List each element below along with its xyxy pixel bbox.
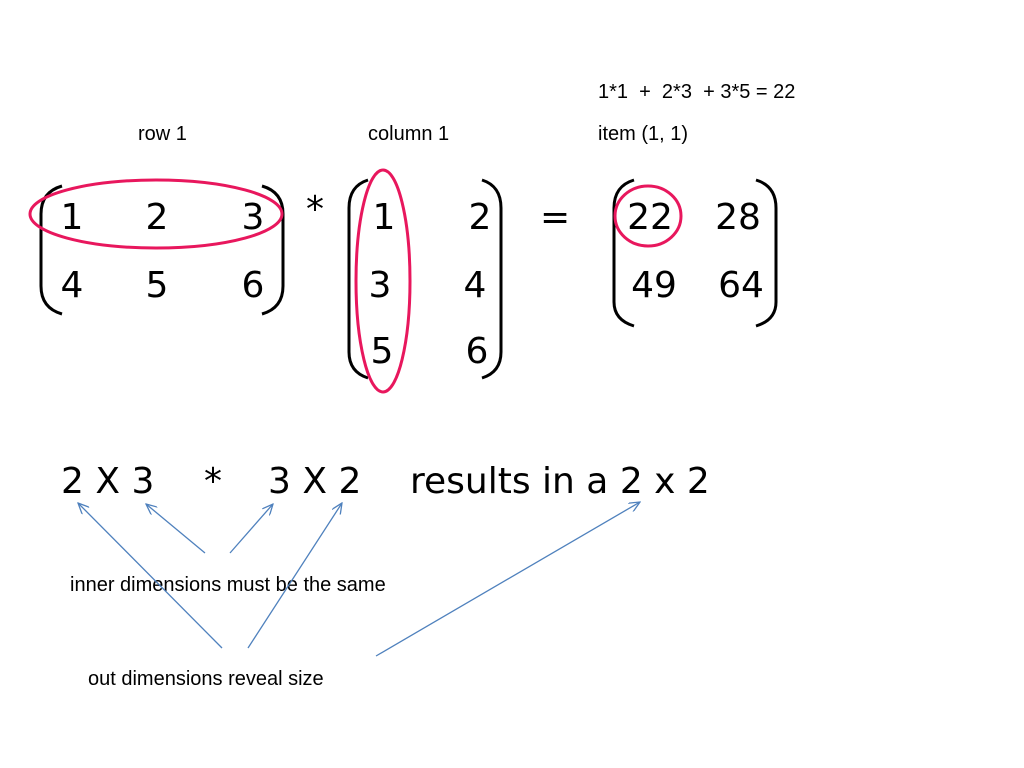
item-label: item (1, 1) [598, 123, 689, 145]
matrix-c-cell: 49 [631, 265, 677, 306]
item-1-1-highlight-circle [613, 184, 683, 248]
matrix-b-right-bracket [481, 178, 503, 380]
right-dimensions: 3 X 2 [268, 461, 362, 502]
matrix-b-cell: 6 [465, 331, 489, 372]
left-dimensions: 2 X 3 [61, 461, 155, 502]
matrix-a-cell: 2 [145, 197, 169, 238]
outer-arrow-to-left-2 [78, 503, 223, 649]
matrix-a-cell: 6 [241, 265, 265, 306]
matrix-a-cell: 4 [60, 265, 84, 306]
matrix-a-cell: 1 [60, 197, 84, 238]
matrix-c-cell: 28 [715, 197, 761, 238]
outer-dimensions-note: out dimensions reveal size [88, 668, 324, 690]
matrix-b-cell: 2 [468, 197, 492, 238]
matrix-b-cell: 3 [368, 265, 392, 306]
calculation-equation: 1*1 + 2*3 + 3*5 = 22 [598, 81, 796, 103]
matrix-c-cell: 64 [718, 265, 764, 306]
multiply-operator: * [306, 189, 324, 230]
matrix-a-right-bracket [261, 184, 285, 316]
inner-dimensions-note: inner dimensions must be the same [70, 574, 386, 596]
row-label: row 1 [138, 123, 187, 145]
result-statement: results in a 2 x 2 [410, 461, 710, 502]
matrix-b-cell: 4 [463, 265, 487, 306]
matrix-b-cell: 1 [372, 197, 396, 238]
matrix-b-left-bracket [347, 178, 369, 380]
inner-arrow-to-3 [146, 504, 206, 554]
row-1-highlight-ellipse [28, 178, 284, 250]
matrix-c-right-bracket [755, 178, 778, 328]
matrix-a-cell: 3 [241, 197, 265, 238]
outer-arrow-to-result [375, 502, 640, 657]
dimension-multiply: * [204, 461, 222, 502]
column-1-highlight-ellipse [354, 168, 412, 394]
outer-arrow-to-right-2 [247, 503, 342, 649]
inner-arrow-to-3b [229, 504, 273, 554]
matrix-a-left-bracket [39, 184, 63, 316]
matrix-c-left-bracket [612, 178, 635, 328]
matrix-c-cell: 22 [627, 197, 673, 238]
matrix-b-cell: 5 [370, 331, 394, 372]
column-label: column 1 [368, 123, 450, 145]
matrix-a-cell: 5 [145, 265, 169, 306]
equals-operator: = [540, 197, 571, 238]
